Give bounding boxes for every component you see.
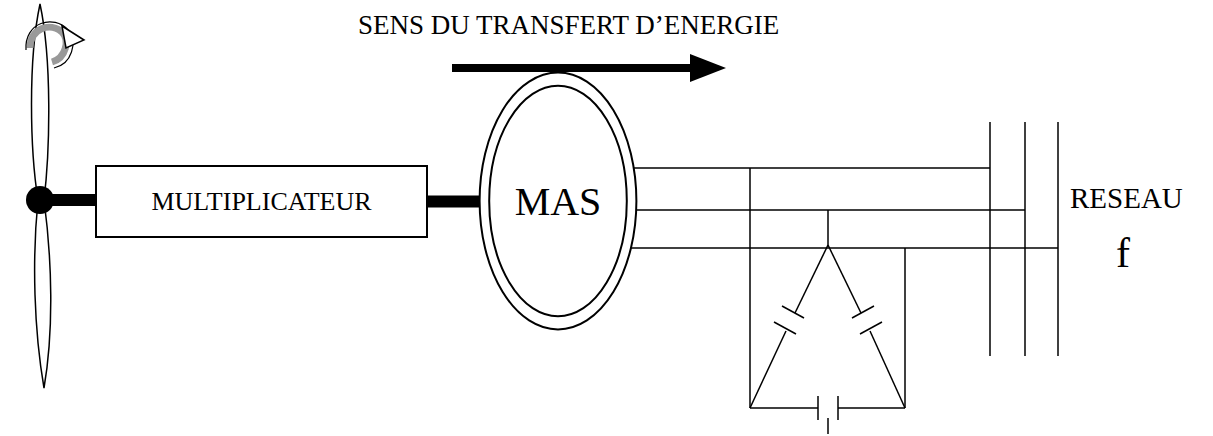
drive-shaft bbox=[428, 196, 480, 208]
machine-circle: MAS bbox=[478, 70, 638, 332]
box-label: MULTIPLICATEUR bbox=[151, 187, 371, 217]
hub bbox=[26, 186, 54, 214]
rotation-arrow-head bbox=[62, 26, 84, 48]
machine-label: MAS bbox=[515, 178, 602, 225]
capacitor-bank bbox=[750, 168, 905, 434]
grid-label: RESEAU bbox=[1070, 184, 1183, 213]
three-phase-lines bbox=[628, 168, 1058, 248]
arrow-caption: SENS DU TRANSFERT D’ENERGIE bbox=[358, 12, 779, 39]
grid-bus-bars bbox=[990, 122, 1058, 356]
energy-arrow bbox=[452, 64, 692, 72]
grid-label: f bbox=[1116, 232, 1130, 274]
process-box: MULTIPLICATEUR bbox=[95, 165, 428, 238]
energy-arrow-head bbox=[690, 54, 726, 82]
rotation-arrow bbox=[30, 27, 66, 62]
